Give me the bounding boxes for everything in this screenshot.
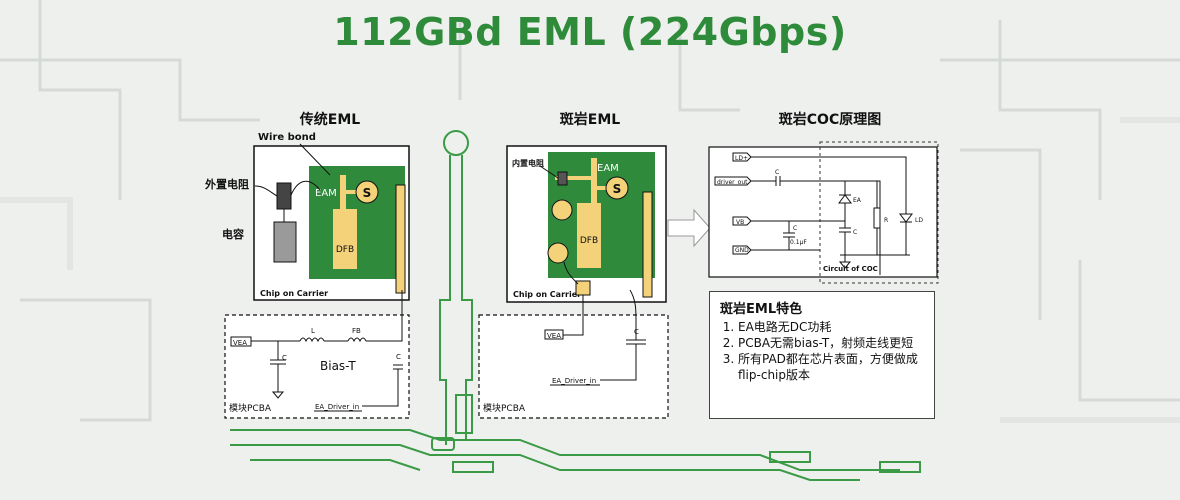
trad-c1-label: C [282,354,287,362]
features-box: 斑岩EML特色 EA电路无DC功耗 PCBA无需bias-T，射频走线更短 所有… [709,291,935,419]
features-list: EA电路无DC功耗 PCBA无需bias-T，射频走线更短 所有PAD都在芯片表… [720,319,924,383]
coc-vb-label: VB [736,219,744,226]
coc-c-mid-label: C [793,225,797,232]
coc-ea-label: EA [853,197,862,204]
trad-eam-label: EAM [315,188,337,199]
banyan-s-label: S [613,182,622,196]
banyan-coc-label: Chip on Carrier [513,290,581,299]
trad-pcba-label: 模块PCBA [229,402,272,414]
coc-schematic: LD+ driver_out C EA C R LD VB C 0.1μF GN… [708,141,939,284]
section-title-banyan: 斑岩EML [559,112,621,128]
feature-item: PCBA无需bias-T，射频走线更短 [738,335,924,351]
coc-ld-plus-label: LD+ [735,155,748,162]
coc-ld-label: LD [915,217,923,224]
ext-resistor-label: 外置电阻 [204,177,249,191]
feature-item: 所有PAD都在芯片表面，方便做成flip-chip版本 [738,351,924,383]
traditional-eml: S EAM DFB Wire bond 外置电阻 电容 Chip on Carr… [204,132,410,419]
trad-fb-label: FB [352,327,361,335]
banyan-ea-driver-label: EA_Driver_in [552,377,596,385]
banyan-c-label: C [634,328,639,336]
trad-dfb-label: DFB [336,245,354,255]
coc-r-label: R [884,217,888,224]
page-title: 112GBd EML (224Gbps) [333,10,847,54]
int-resistor-label: 内置电阻 [512,158,544,168]
capacitor-label: 电容 [222,227,244,241]
banyan-pcba-box [478,314,669,419]
external-resistor [276,182,292,210]
wire-bond-label: Wire bond [258,132,316,143]
trad-s-label: S [363,186,372,200]
section-title-coc: 斑岩COC原理图 [778,112,882,128]
banyan-s-circle-icon [605,176,629,200]
coc-c-right-label: C [853,229,857,236]
coc-gnd-label: GND [735,247,749,254]
features-title: 斑岩EML特色 [720,302,803,317]
feature-item: EA电路无DC功耗 [738,319,924,335]
coc-driver-out-label: driver_out [717,179,748,186]
banyan-eam-label: EAM [597,163,619,174]
banyan-eml: S EAM DFB 内置电阻 Chip on Carrier VEA C EA_… [478,145,669,419]
arrow-icon [667,208,711,248]
trad-ea-driver-label: EA_Driver_in [315,403,359,411]
coc-circuit-label: Circuit of COC [823,265,878,273]
trad-coc-label: Chip on Carrier [260,289,328,298]
trad-l-label: L [311,327,315,335]
trad-vea-label: VEA [233,339,247,347]
s-circle-icon [355,180,379,204]
coc-cap-value-label: 0.1μF [790,239,807,246]
capacitor [273,221,297,263]
trad-c2-label: C [396,353,401,361]
internal-resistor [557,171,568,186]
banyan-vea-label: VEA [547,332,561,340]
banyan-dfb-label: DFB [580,236,598,246]
section-title-traditional: 传统EML [299,112,361,128]
trad-pcba-box [224,314,410,419]
coc-c-top-label: C [775,169,779,176]
banyan-pcba-label: 模块PCBA [483,402,526,414]
bias-t-label: Bias-T [320,359,356,373]
